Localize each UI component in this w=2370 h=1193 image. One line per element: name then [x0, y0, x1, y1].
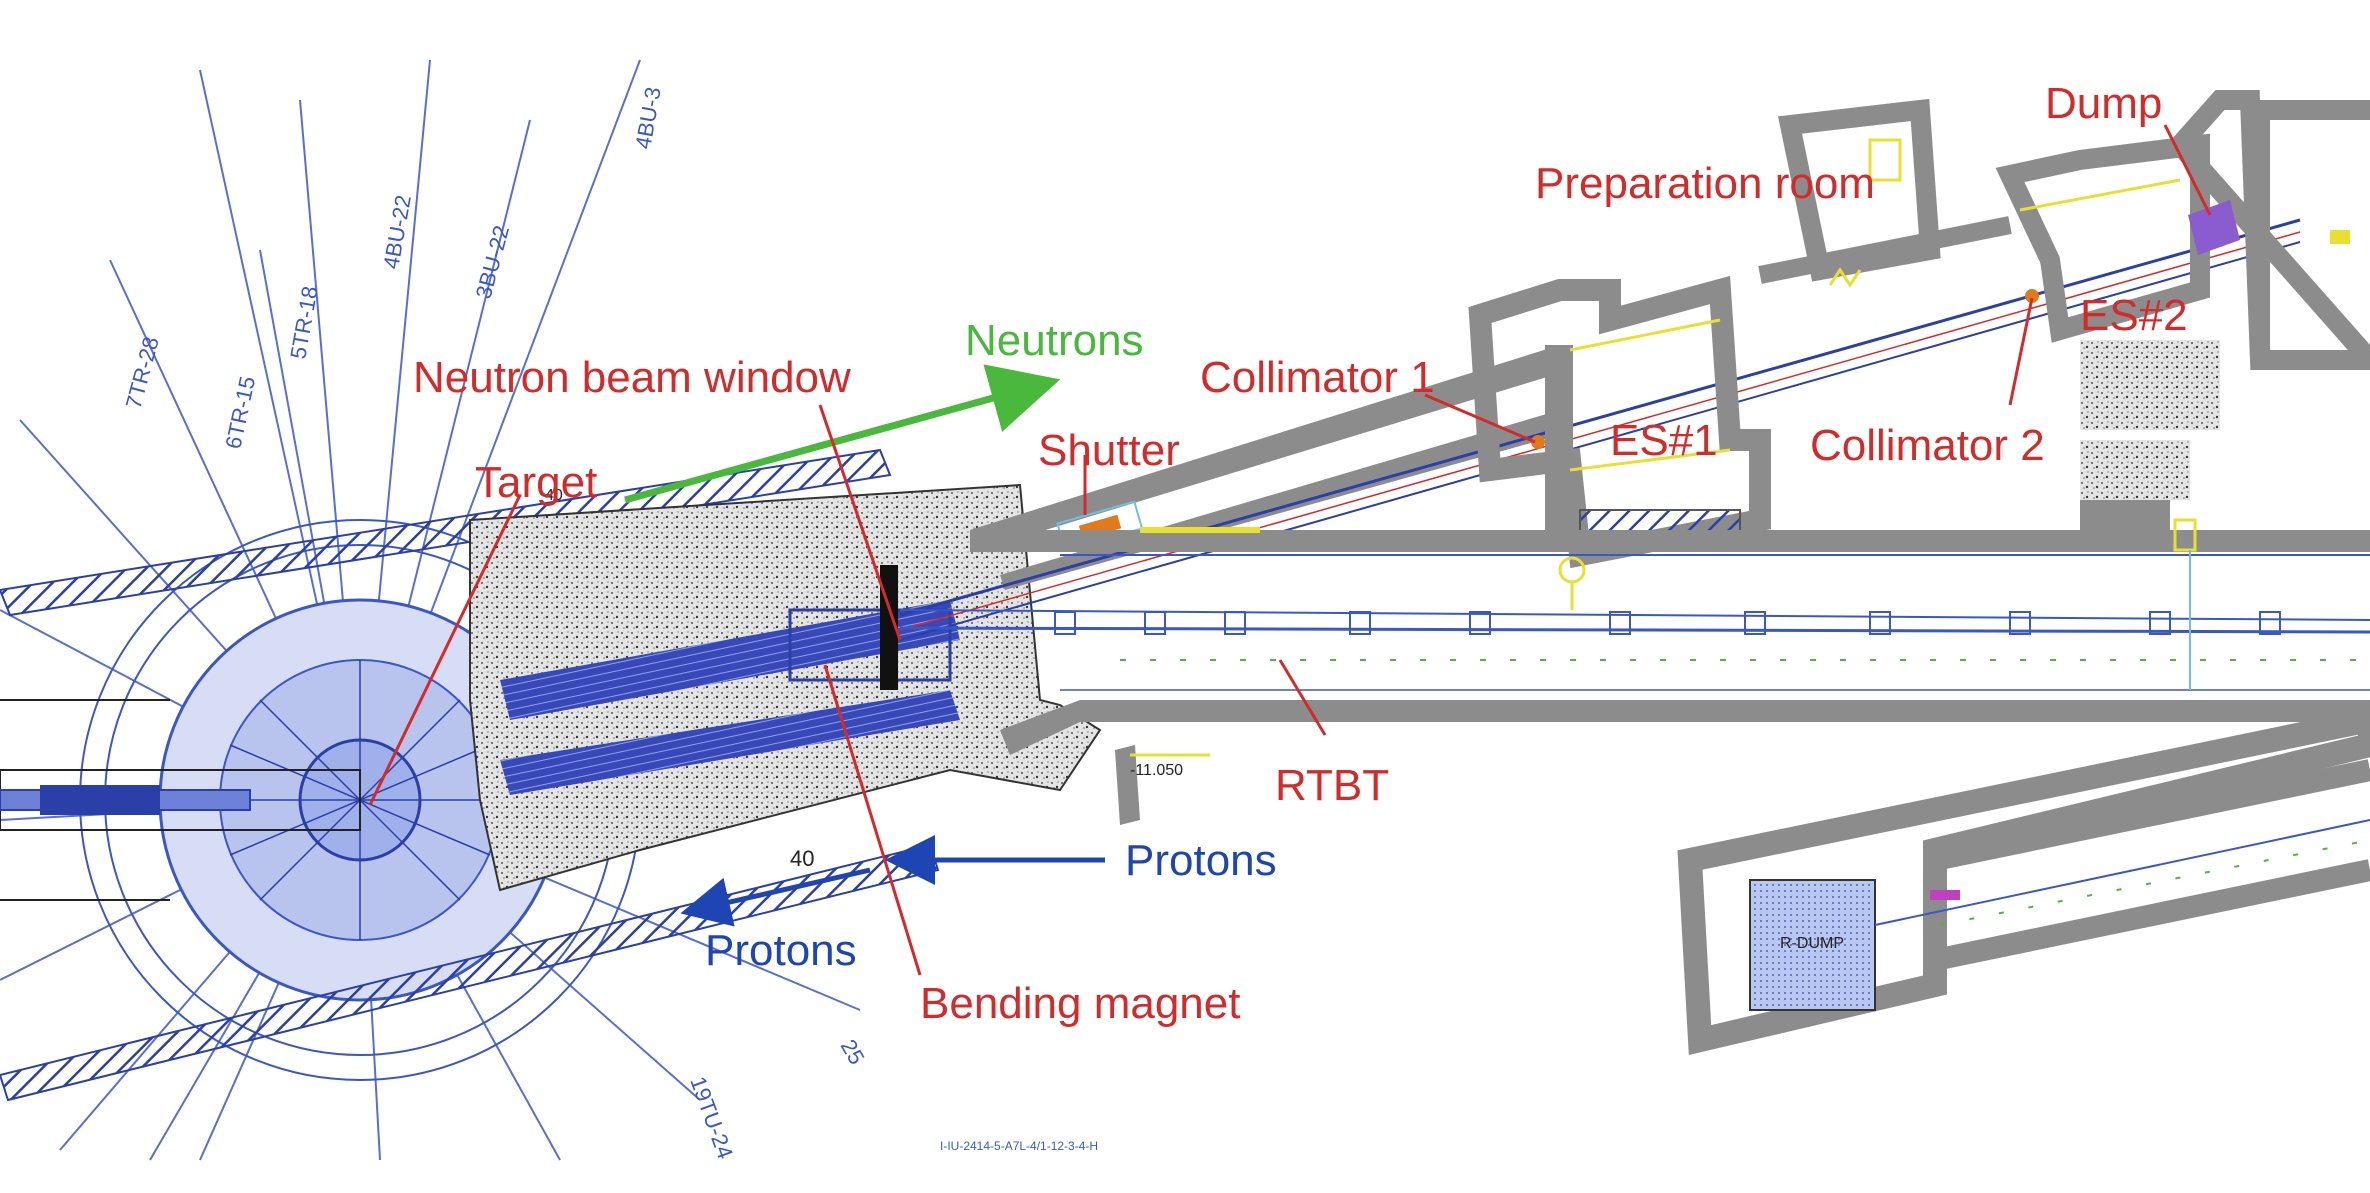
lower-dump-tunnel: R-DUMP	[1677, 707, 2370, 1055]
label-neutron-beam-window: Neutron beam window	[413, 353, 851, 402]
label-bending-magnet: Bending magnet	[920, 979, 1240, 1028]
collimator-1-marker	[1531, 435, 1545, 449]
magnet-coil-upper	[500, 600, 960, 720]
bending-magnet-body	[788, 608, 952, 682]
label-es2: ES#2	[2080, 291, 2188, 340]
magnet-coil-lower	[500, 690, 960, 795]
collimator-2-leader	[2008, 297, 2034, 406]
elevation-label: -11.050	[1130, 762, 1183, 779]
dim-40-top: 40	[545, 487, 563, 504]
r-dump-block	[1749, 879, 1876, 1011]
rtbt-tunnel: -11.050	[899, 440, 2370, 825]
label-neutrons: Neutrons	[965, 316, 1144, 365]
label-collimator-2: Collimator 2	[1810, 421, 2045, 470]
tag-7tr28: 7TR-28	[121, 334, 164, 411]
label-preparation-room: Preparation room	[1535, 159, 1875, 208]
concrete-shield	[469, 483, 1102, 892]
label-rtbt: RTBT	[1275, 761, 1389, 810]
label-collimator-1: Collimator 1	[1200, 353, 1435, 402]
r-dump-label: R-DUMP	[1780, 935, 1844, 952]
dim-40-bottom: 40	[790, 846, 814, 871]
annotation-leaders	[368, 124, 2212, 976]
label-shutter: Shutter	[1038, 426, 1180, 475]
label-protons-in: Protons	[1125, 836, 1277, 885]
target-leader	[368, 494, 522, 806]
tag-19tu24: 19TU-24	[685, 1073, 738, 1162]
tag-4bu3: 4BU-3	[630, 85, 665, 151]
label-dump: Dump	[2045, 79, 2162, 128]
collimator-2-marker	[2025, 289, 2039, 303]
drawing-number: I-IU-2414-5-A7L-4/1-12-3-4-H	[940, 1139, 1098, 1153]
tag-25: 25	[836, 1035, 870, 1069]
rtbt-leader	[1278, 659, 1327, 736]
tag-3bu22: 3BU-22	[471, 223, 514, 302]
label-protons-out: Protons	[705, 926, 857, 975]
tag-6tr15: 6TR-15	[220, 374, 260, 451]
bending-magnet-leader	[823, 664, 922, 976]
dump-leader	[2163, 124, 2212, 216]
neutron-window-leader	[818, 404, 902, 641]
rtbt-magnets	[1054, 611, 2281, 635]
collimator-1-leader	[1424, 393, 1536, 444]
dump-area	[2166, 90, 2370, 370]
protons-out-arrow	[680, 867, 871, 927]
tag-5tr18: 5TR-18	[285, 284, 322, 361]
label-target: Target	[475, 458, 597, 507]
es2-building	[1995, 133, 2220, 430]
preparation-room	[1758, 98, 2012, 288]
diagram-labels: Dump Preparation room ES#2 Neutrons Neut…	[413, 79, 2188, 1028]
label-es1: ES#1	[1610, 416, 1718, 465]
dump-block	[2188, 200, 2240, 255]
